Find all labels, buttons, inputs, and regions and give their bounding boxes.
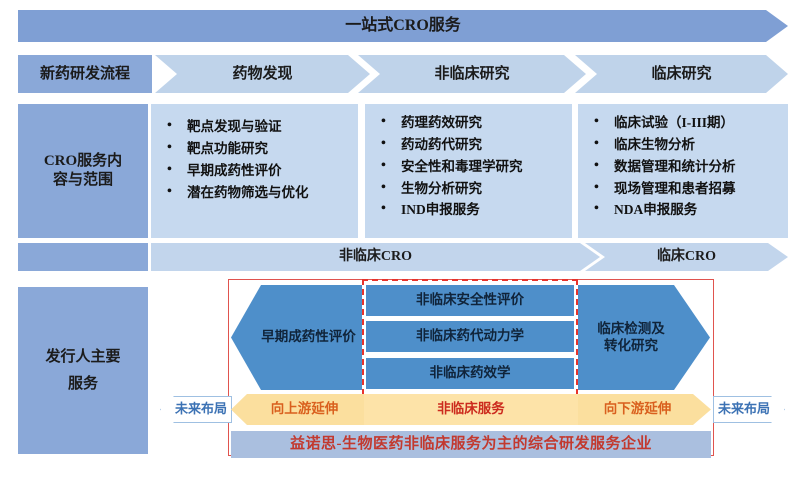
core-nonclinical-services[interactable]: 非临床服务: [364, 394, 578, 425]
issuer-row-label-line1: 发行人主要: [45, 348, 121, 365]
issuer-row-label-line2: 服务: [67, 375, 98, 392]
scope-row-label: CRO服务内 容与范围: [18, 104, 148, 238]
list-item: 生物分析研究: [375, 177, 566, 200]
list-item: 靶点发现与验证: [161, 115, 352, 138]
list-item: NDA申报服务: [588, 198, 782, 221]
cro-type-nonclinical-label: 非临床CRO: [338, 249, 413, 265]
stage-drug-discovery-label: 药物发现: [232, 65, 293, 82]
upstream-extension-label: 向上游延伸: [270, 401, 339, 417]
future-layout-left-label: 未来布局: [174, 401, 227, 417]
upstream-extension[interactable]: 向上游延伸: [231, 394, 364, 425]
issuer-row-label: 发行人主要 服务: [18, 287, 148, 454]
stage-nonclinical-research-label: 非临床研究: [434, 65, 510, 82]
summary-bar: 益诺思-生物医药非临床服务为主的综合研发服务企业: [231, 431, 711, 458]
downstream-extension[interactable]: 向下游延伸: [578, 394, 711, 425]
top-banner: 一站式CRO服务: [18, 10, 788, 42]
future-layout-right[interactable]: 未来布局: [713, 396, 785, 423]
scope-row-label-line1: CRO服务内: [43, 153, 123, 170]
list-item: 临床试验（I-III期）: [588, 111, 782, 134]
list-item: 潜在药物筛选与优化: [161, 181, 352, 204]
future-layout-left[interactable]: 未来布局: [160, 396, 232, 423]
list-item: 数据管理和统计分析: [588, 155, 782, 178]
stage-clinical-research[interactable]: 临床研究: [575, 55, 788, 93]
cro-type-clinical[interactable]: 临床CRO: [585, 243, 788, 271]
cro-type-nonclinical[interactable]: 非临床CRO: [151, 243, 600, 271]
list-item: 靶点功能研究: [161, 137, 352, 160]
scope-list-nonclinical: 药理药效研究 药动药代研究 安全性和毒理学研究 生物分析研究 IND申报服务: [375, 111, 566, 221]
top-banner-title: 一站式CRO服务: [345, 17, 461, 34]
stage-clinical-research-label: 临床研究: [651, 65, 712, 82]
service-early-druggability-label: 早期成药性评价: [261, 329, 356, 345]
scope-row-label-line2: 容与范围: [52, 172, 113, 188]
downstream-extension-label: 向下游延伸: [603, 401, 672, 417]
future-layout-right-label: 未来布局: [717, 401, 770, 417]
service-nonclinical-pk[interactable]: 非临床药代动力学: [366, 321, 574, 352]
cro-type-row-spacer: [18, 243, 148, 271]
list-item: 安全性和毒理学研究: [375, 155, 566, 178]
service-nonclinical-pharmacodynamics[interactable]: 非临床药效学: [366, 358, 574, 389]
service-early-druggability[interactable]: 早期成药性评价: [231, 285, 362, 390]
stage-drug-discovery[interactable]: 药物发现: [155, 55, 370, 93]
service-clinical-testing-line1: 临床检测及: [597, 320, 665, 336]
scope-box-clinical: 临床试验（I-III期） 临床生物分析 数据管理和统计分析 现场管理和患者招募 …: [578, 104, 788, 238]
stage-nonclinical-research[interactable]: 非临床研究: [358, 55, 586, 93]
core-nonclinical-services-label: 非临床服务: [437, 401, 505, 417]
scope-box-discovery: 靶点发现与验证 靶点功能研究 早期成药性评价 潜在药物筛选与优化: [151, 104, 358, 238]
service-nonclinical-pharmacodynamics-label: 非临床药效学: [429, 365, 511, 381]
summary-bar-text: 益诺思-生物医药非临床服务为主的综合研发服务企业: [290, 436, 652, 453]
scope-box-nonclinical: 药理药效研究 药动药代研究 安全性和毒理学研究 生物分析研究 IND申报服务: [365, 104, 572, 238]
scope-list-clinical: 临床试验（I-III期） 临床生物分析 数据管理和统计分析 现场管理和患者招募 …: [588, 111, 782, 221]
list-item: 药动药代研究: [375, 133, 566, 156]
service-nonclinical-safety[interactable]: 非临床安全性评价: [366, 285, 574, 316]
list-item: 现场管理和患者招募: [588, 177, 782, 200]
service-nonclinical-pk-label: 非临床药代动力学: [416, 328, 524, 344]
service-nonclinical-safety-label: 非临床安全性评价: [416, 292, 524, 308]
process-row-label-text: 新药研发流程: [39, 65, 130, 82]
service-clinical-testing-line2: 转化研究: [604, 337, 658, 353]
scope-list-discovery: 靶点发现与验证 靶点功能研究 早期成药性评价 潜在药物筛选与优化: [161, 115, 352, 204]
list-item: IND申报服务: [375, 198, 566, 221]
list-item: 药理药效研究: [375, 111, 566, 134]
list-item: 临床生物分析: [588, 133, 782, 156]
list-item: 早期成药性评价: [161, 159, 352, 182]
process-row-label: 新药研发流程: [18, 55, 152, 93]
cro-type-clinical-label: 临床CRO: [656, 249, 717, 265]
